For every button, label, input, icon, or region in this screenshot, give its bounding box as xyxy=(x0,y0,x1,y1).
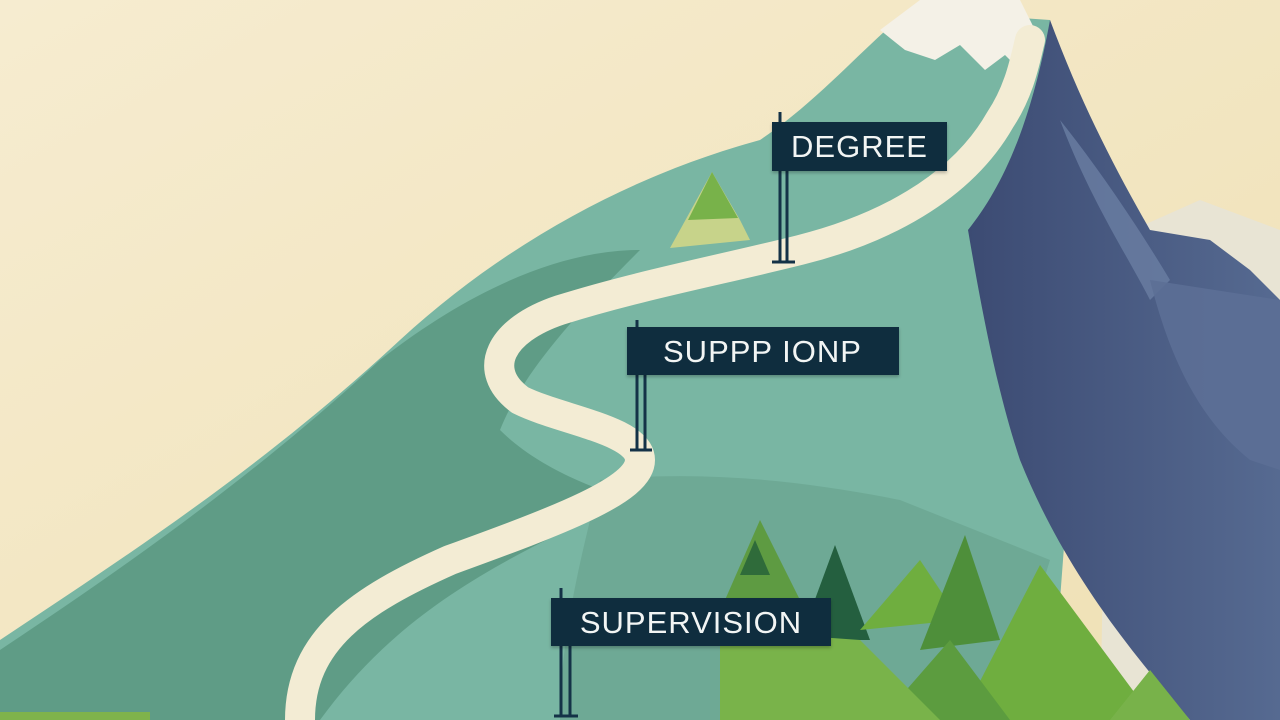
snow-cap xyxy=(880,0,1040,80)
lower-trees xyxy=(720,520,1190,720)
cliff xyxy=(968,20,1280,720)
grass-strip xyxy=(0,712,150,720)
sign-degree-label: DEGREE xyxy=(791,129,928,164)
sign-degree: DEGREE xyxy=(772,122,947,171)
sign-supervision-label: SUPERVISION xyxy=(579,604,803,640)
winding-path xyxy=(285,25,1045,720)
sign-support-label: SUPPP IONP xyxy=(663,333,862,369)
cliff-highlight xyxy=(1060,120,1170,300)
cliff-ridge xyxy=(1150,280,1280,470)
upper-trees xyxy=(670,172,750,248)
mountain-left-slope xyxy=(0,250,640,720)
sign-support: SUPPP IONP xyxy=(627,327,899,375)
sign-supervision: SUPERVISION xyxy=(551,598,831,646)
